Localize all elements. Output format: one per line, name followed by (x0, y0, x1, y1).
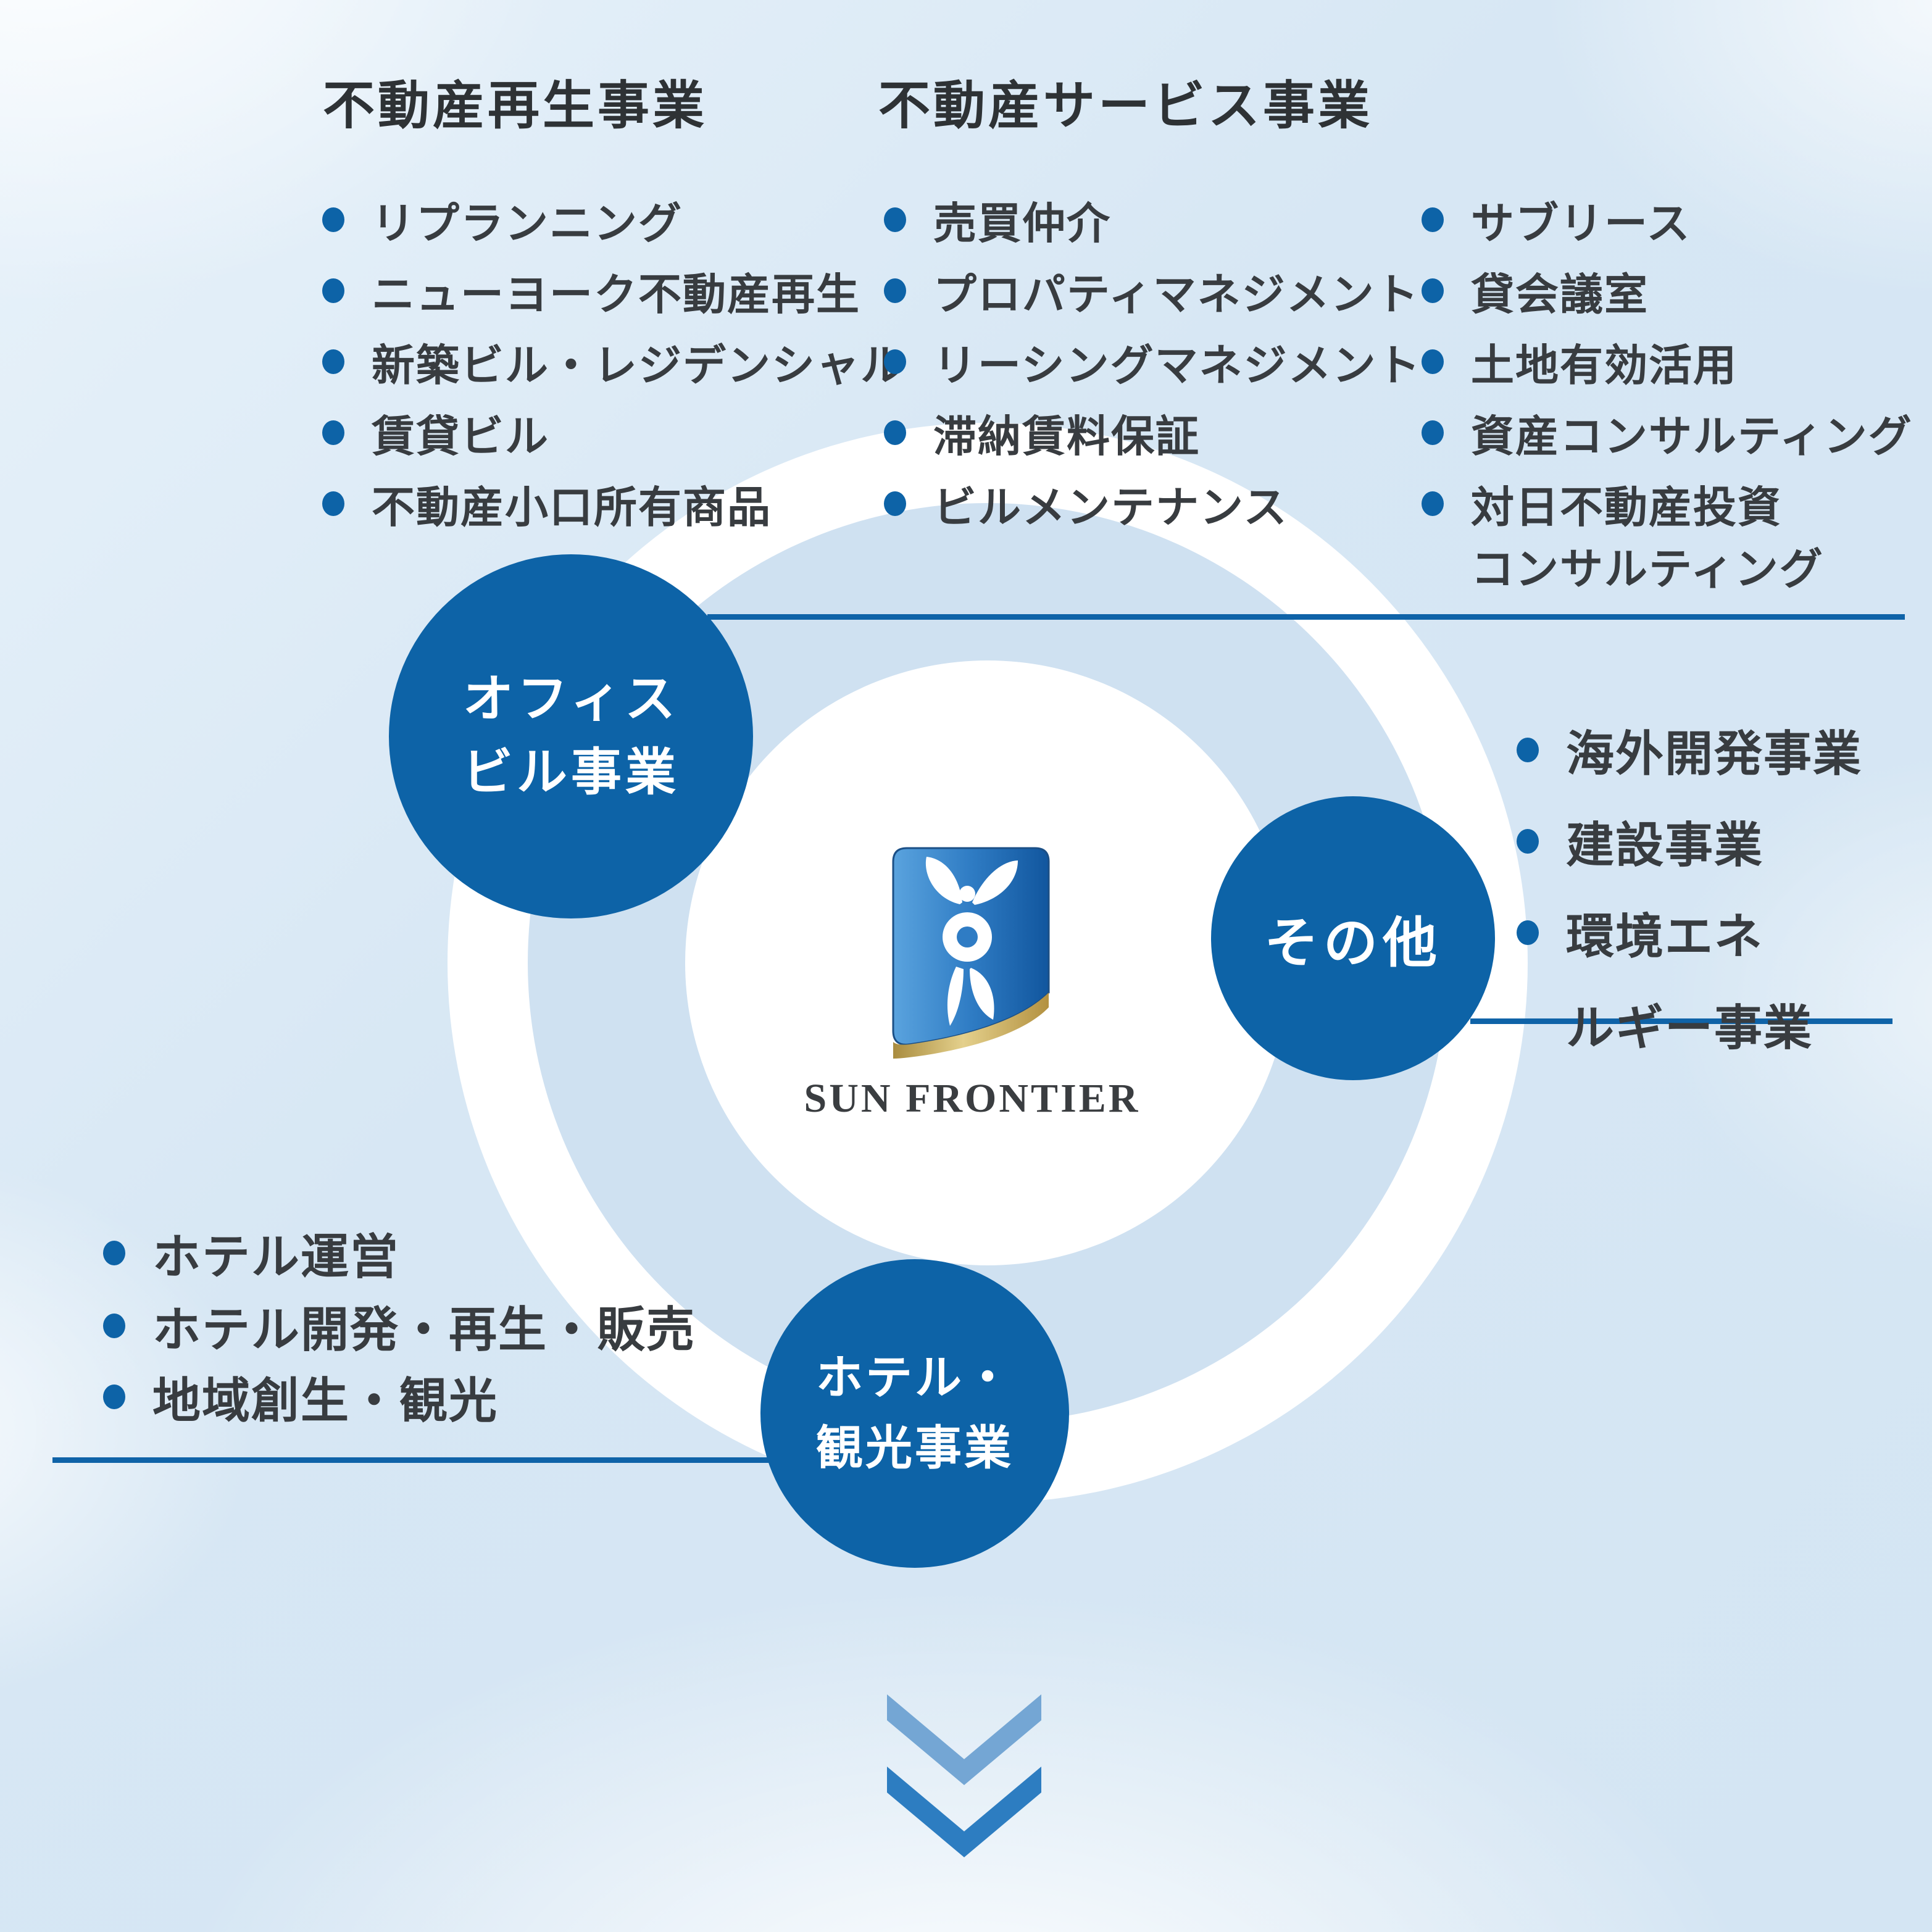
list-item-label: プロパティマネジメント (933, 270, 1420, 319)
circle-label: ビル事業 (462, 744, 680, 801)
list-item: ホテル運営 (103, 1226, 399, 1284)
list-item-label: 貸会議室 (1471, 270, 1649, 319)
list-item-label: 地域創生・観光 (152, 1373, 499, 1428)
dot-icon (322, 207, 344, 232)
list-item: 対日不動産投資 (1422, 479, 1782, 531)
section-heading-services: 不動産サービス事業 (878, 77, 1373, 135)
list-item: 新築ビル・レジデンシャル (322, 337, 905, 389)
list-item: 海外開発事業 (1517, 723, 1862, 781)
dot-icon (1517, 738, 1539, 762)
list-item-continuation: コンサルティング (1471, 541, 1824, 593)
list-item-label: コンサルティング (1471, 544, 1824, 593)
dot-icon (1422, 207, 1444, 232)
dot-icon (1517, 920, 1539, 945)
list-item: リプランニング (322, 195, 683, 248)
list-item: 環境エネ (1517, 906, 1763, 964)
dot-icon (1517, 829, 1539, 854)
list-item-label: ビルメンテナンス (933, 483, 1288, 531)
list-item: 貸会議室 (1422, 266, 1649, 319)
list-item-label: ルギー事業 (1566, 1001, 1813, 1055)
list-item: ホテル開発・再生・販売 (103, 1299, 696, 1357)
list-item-label: 不動産小口所有商品 (372, 483, 772, 531)
list-item: 不動産小口所有商品 (322, 479, 772, 531)
other-business-circle: その他 (1211, 796, 1495, 1080)
list-item-label: サブリース (1471, 199, 1691, 248)
divider-line-top-right (707, 614, 1905, 620)
dot-icon (1422, 349, 1444, 374)
dot-icon (1422, 491, 1444, 516)
list-item-label: ニューヨーク不動産再生 (372, 270, 860, 319)
dot-icon (103, 1384, 125, 1409)
dot-icon (884, 420, 906, 445)
list-item: ビルメンテナンス (884, 479, 1288, 531)
hotel-tourism-business-circle: ホテル・ 観光事業 (760, 1259, 1069, 1568)
list-item-label: 海外開発事業 (1566, 727, 1863, 781)
list-item-label: 土地有効活用 (1471, 341, 1738, 389)
list-item: ニューヨーク不動産再生 (322, 266, 860, 319)
list-item-label: 環境エネ (1566, 909, 1764, 964)
list-item-label: リプランニング (372, 199, 683, 248)
divider-line-right (1470, 1018, 1892, 1024)
circle-label: ホテル・ (816, 1352, 1014, 1404)
list-item: サブリース (1422, 195, 1691, 248)
list-item-label: 資産コンサルティング (1471, 412, 1913, 460)
dot-icon (884, 491, 906, 516)
double-chevron-down-icon (887, 1693, 1041, 1862)
divider-line-bottom-left (52, 1457, 776, 1463)
list-item-label: ホテル開発・再生・販売 (152, 1302, 696, 1357)
dot-icon (322, 278, 344, 303)
dot-icon (103, 1241, 125, 1265)
dot-icon (322, 491, 344, 516)
list-item: プロパティマネジメント (884, 266, 1420, 319)
list-item: 資産コンサルティング (1422, 408, 1913, 460)
circle-label: その他 (1264, 912, 1442, 973)
list-item-label: 対日不動産投資 (1471, 483, 1782, 531)
sun-frontier-wordmark: SUN FRONTIER (804, 1076, 1141, 1121)
dot-icon (1422, 278, 1444, 303)
dot-icon (1422, 420, 1444, 445)
dot-icon (322, 420, 344, 445)
office-building-business-circle: オフィス ビル事業 (389, 554, 753, 918)
list-item-label: ホテル運営 (152, 1230, 400, 1284)
list-item: 売買仲介 (884, 195, 1111, 248)
sun-frontier-shield-icon (891, 846, 1051, 1059)
circle-label: オフィス (462, 671, 680, 728)
dot-icon (884, 278, 906, 303)
list-item-continuation: ルギー事業 (1566, 997, 1813, 1055)
list-item-label: 売買仲介 (933, 199, 1111, 248)
list-item: 滞納賃料保証 (884, 408, 1200, 460)
section-heading-revitalization: 不動産再生事業 (323, 77, 708, 135)
dot-icon (103, 1314, 125, 1338)
list-item-label: 建設事業 (1566, 818, 1764, 872)
dot-icon (322, 349, 344, 374)
list-item-label: 滞納賃料保証 (933, 412, 1200, 460)
dot-icon (884, 207, 906, 232)
dot-icon (884, 349, 906, 374)
list-item: 賃貸ビル (322, 408, 549, 460)
list-item: 土地有効活用 (1422, 337, 1738, 389)
list-item: 地域創生・観光 (103, 1370, 498, 1428)
list-item: 建設事業 (1517, 815, 1763, 872)
list-item-label: 新築ビル・レジデンシャル (372, 341, 905, 389)
list-item-label: 賃貸ビル (372, 412, 549, 460)
list-item: リーシングマネジメント (884, 337, 1422, 389)
list-item-label: リーシングマネジメント (933, 341, 1422, 389)
circle-label: 観光事業 (816, 1422, 1014, 1475)
